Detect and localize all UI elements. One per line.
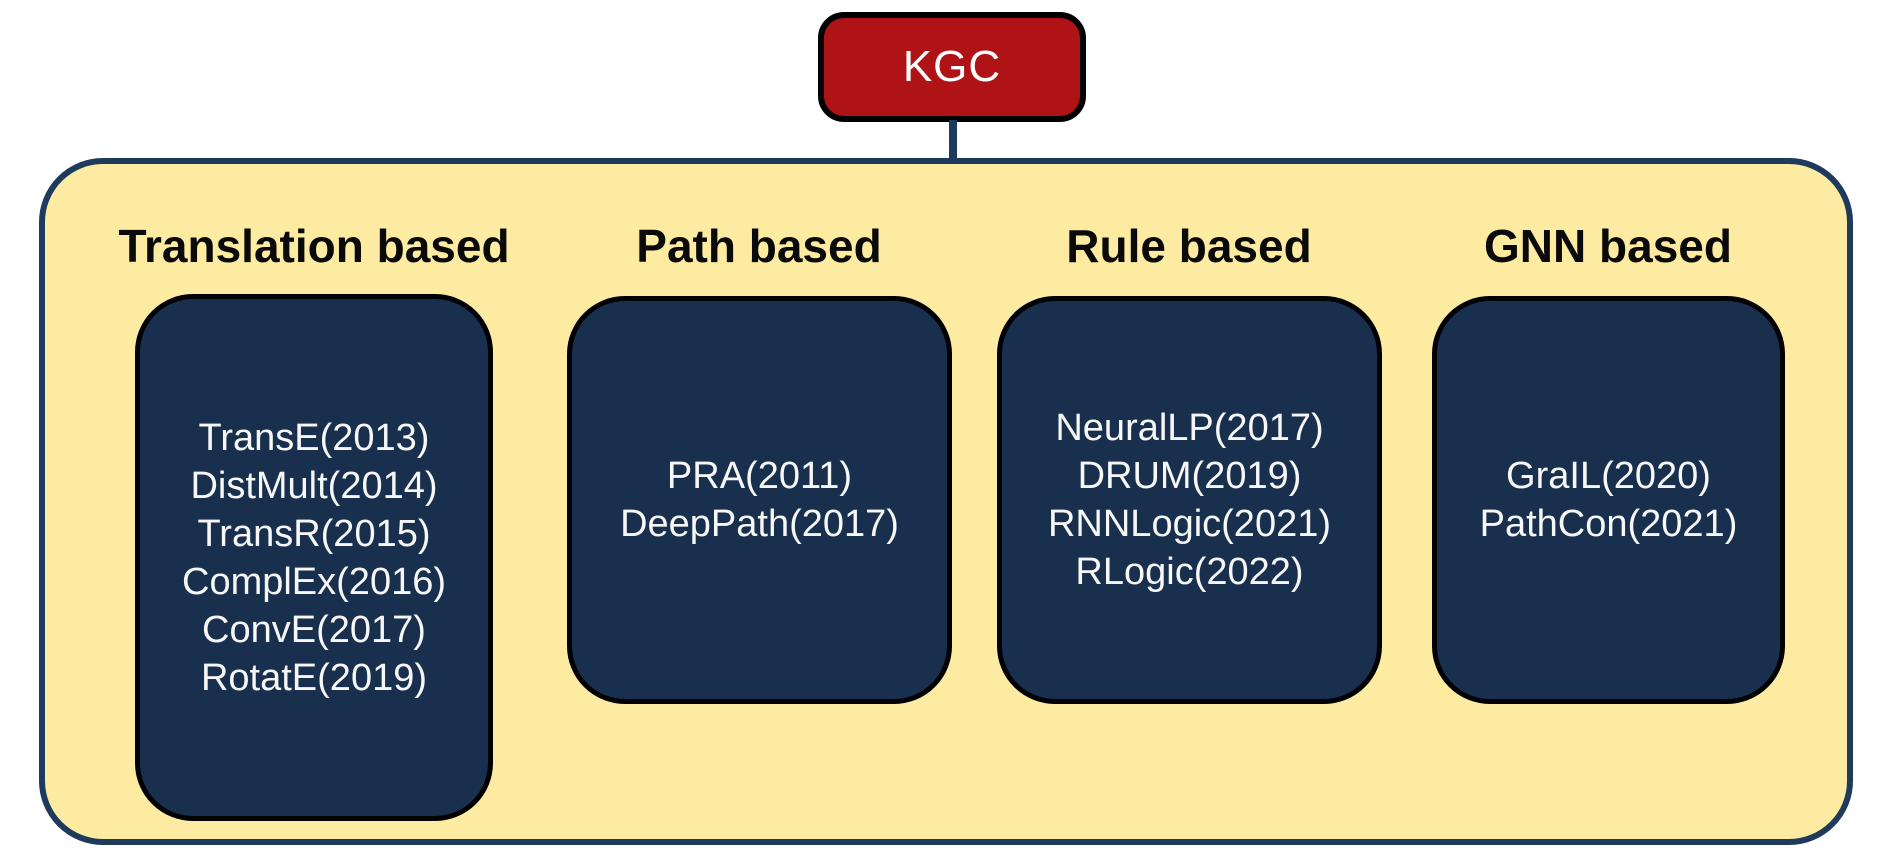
connector-line (949, 120, 957, 162)
model-item: DeepPath(2017) (620, 503, 899, 545)
model-item: TransR(2015) (197, 512, 431, 555)
model-list-translation-based: TransE(2013) DistMult(2014) TransR(2015) Co… (182, 414, 446, 702)
model-item: PRA(2011) (666, 455, 853, 497)
category-heading-gnn-based: GNN based (1484, 220, 1732, 272)
model-item: ComplEx(2016) (182, 560, 446, 603)
model-item: NeuralLP(2017) (1055, 407, 1324, 449)
category-heading-path-based: Path based (636, 220, 882, 272)
model-item: DRUM(2019) (1077, 455, 1302, 497)
model-item: TransE(2013) (198, 416, 430, 459)
category-node-rule-based: NeuralLP(2017) DRUM(2019) RNNLogic(2021) RL… (997, 296, 1382, 704)
model-item: ConvE(2017) (202, 608, 426, 651)
root-node-kgc: KGC (818, 12, 1086, 122)
category-heading-translation-based: Translation based (118, 220, 510, 272)
category-heading-rule-based: Rule based (1066, 220, 1312, 272)
model-item: PathCon(2021) (1479, 503, 1738, 545)
model-item: DistMult(2014) (190, 464, 438, 507)
model-list-rule-based: NeuralLP(2017) DRUM(2019) RNNLogic(2021) RL… (1048, 404, 1331, 596)
root-node-label: KGC (902, 42, 1002, 91)
model-item: RNNLogic(2021) (1047, 503, 1331, 545)
category-node-gnn-based: GraIL(2020) PathCon(2021) (1432, 296, 1785, 704)
category-container: Translation based Path based Rule based … (39, 158, 1853, 845)
model-list-gnn-based: GraIL(2020) PathCon(2021) (1480, 452, 1738, 548)
model-item: RLogic(2022) (1075, 551, 1304, 593)
model-item: GraIL(2020) (1506, 455, 1711, 497)
model-list-path-based: PRA(2011) DeepPath(2017) (620, 452, 899, 548)
category-node-path-based: PRA(2011) DeepPath(2017) (567, 296, 952, 704)
category-node-translation-based: TransE(2013) DistMult(2014) TransR(2015) Co… (135, 294, 493, 821)
model-item: RotatE(2019) (200, 656, 427, 699)
